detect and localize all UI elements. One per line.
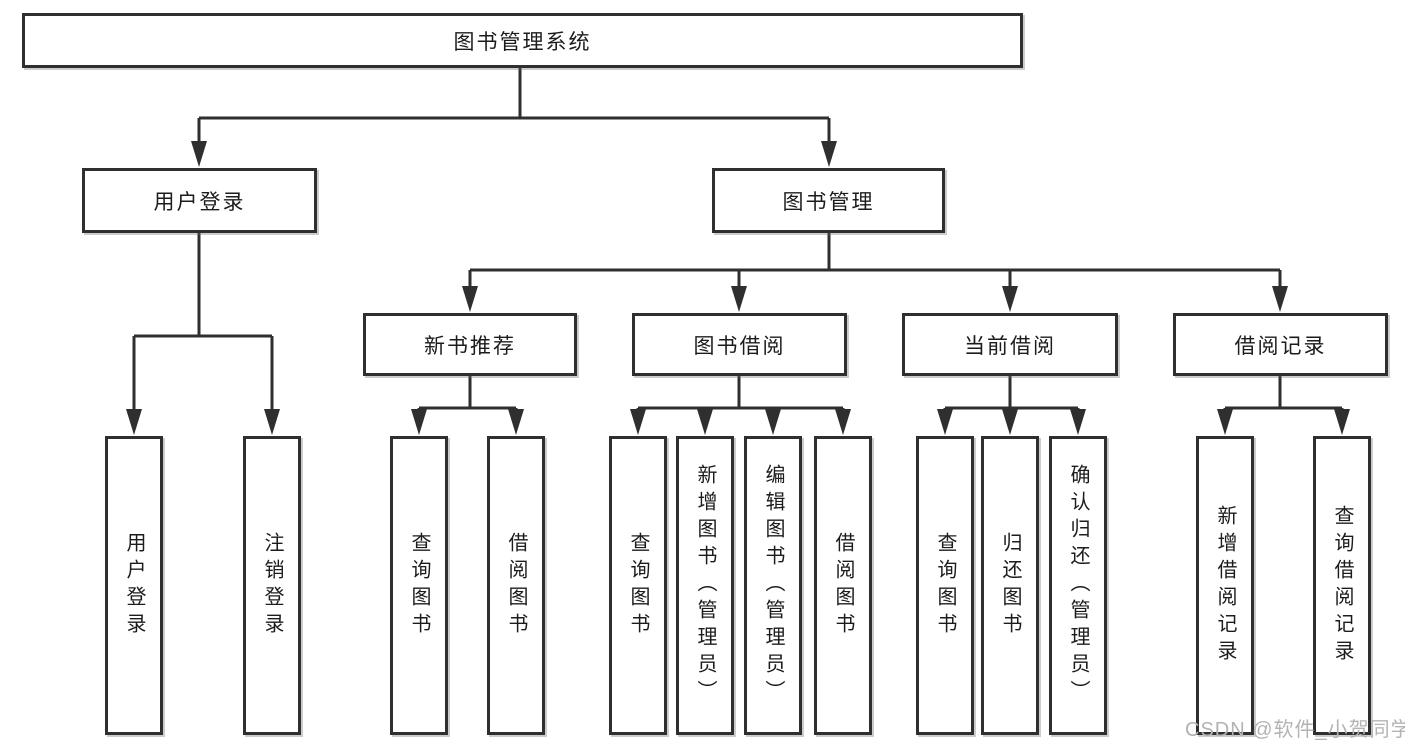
leaf-label: 查询借阅记录 <box>1331 504 1353 667</box>
leaf-add-borrow-record: 新增借阅记录 <box>1196 436 1254 735</box>
leaf-label: 查询图书 <box>627 531 649 640</box>
node-label: 用户登录 <box>153 190 246 214</box>
node-label: 当前借阅 <box>964 334 1056 358</box>
node-user-login: 用户登录 <box>82 168 317 233</box>
node-label: 图书管理 <box>782 190 875 214</box>
leaf-label: 新增借阅记录 <box>1214 504 1236 667</box>
node-book-management: 图书管理 <box>712 168 945 233</box>
leaf-borrow-books: 借阅图书 <box>814 436 872 735</box>
leaf-query-books-newbooks: 查询图书 <box>390 436 448 735</box>
leaf-label: 用户登录 <box>123 531 145 640</box>
node-label: 新书推荐 <box>424 334 516 358</box>
node-label: 借阅记录 <box>1234 334 1327 358</box>
leaf-borrow-books-newbooks: 借阅图书 <box>487 436 545 735</box>
node-label: 图书管理系统 <box>453 30 592 54</box>
leaf-query-borrow-record: 查询借阅记录 <box>1313 436 1371 735</box>
leaf-label: 借阅图书 <box>505 531 527 640</box>
leaf-return-book: 归还图书 <box>981 436 1039 735</box>
node-library-management-system: 图书管理系统 <box>22 13 1023 68</box>
leaf-query-books-current: 查询图书 <box>916 436 974 735</box>
leaf-query-books-borrowing: 查询图书 <box>609 436 667 735</box>
leaf-label: 确认归还（管理员） <box>1067 464 1089 707</box>
node-book-borrowing: 图书借阅 <box>632 313 847 376</box>
leaf-label: 借阅图书 <box>832 531 854 640</box>
node-current-borrowing: 当前借阅 <box>902 313 1118 376</box>
leaf-user-login: 用户登录 <box>105 436 163 735</box>
leaf-logout-login: 注销登录 <box>243 436 301 735</box>
leaf-label: 编辑图书（管理员） <box>762 464 784 707</box>
leaf-add-book-admin: 新增图书（管理员） <box>676 436 734 735</box>
node-borrowing-records: 借阅记录 <box>1173 313 1388 376</box>
arrowheads <box>126 141 1350 435</box>
leaf-label: 查询图书 <box>934 531 956 640</box>
leaf-label: 归还图书 <box>999 531 1021 640</box>
leaf-label: 查询图书 <box>408 531 430 640</box>
leaf-label: 新增图书（管理员） <box>694 464 716 707</box>
leaf-confirm-return-admin: 确认归还（管理员） <box>1049 436 1107 735</box>
node-label: 图书借阅 <box>693 334 786 358</box>
node-new-book-recommend: 新书推荐 <box>363 313 577 376</box>
leaf-label: 注销登录 <box>261 531 283 640</box>
leaf-edit-book-admin: 编辑图书（管理员） <box>744 436 802 735</box>
csdn-watermark: CSDN @软件_小贺同学 <box>1185 719 1405 741</box>
